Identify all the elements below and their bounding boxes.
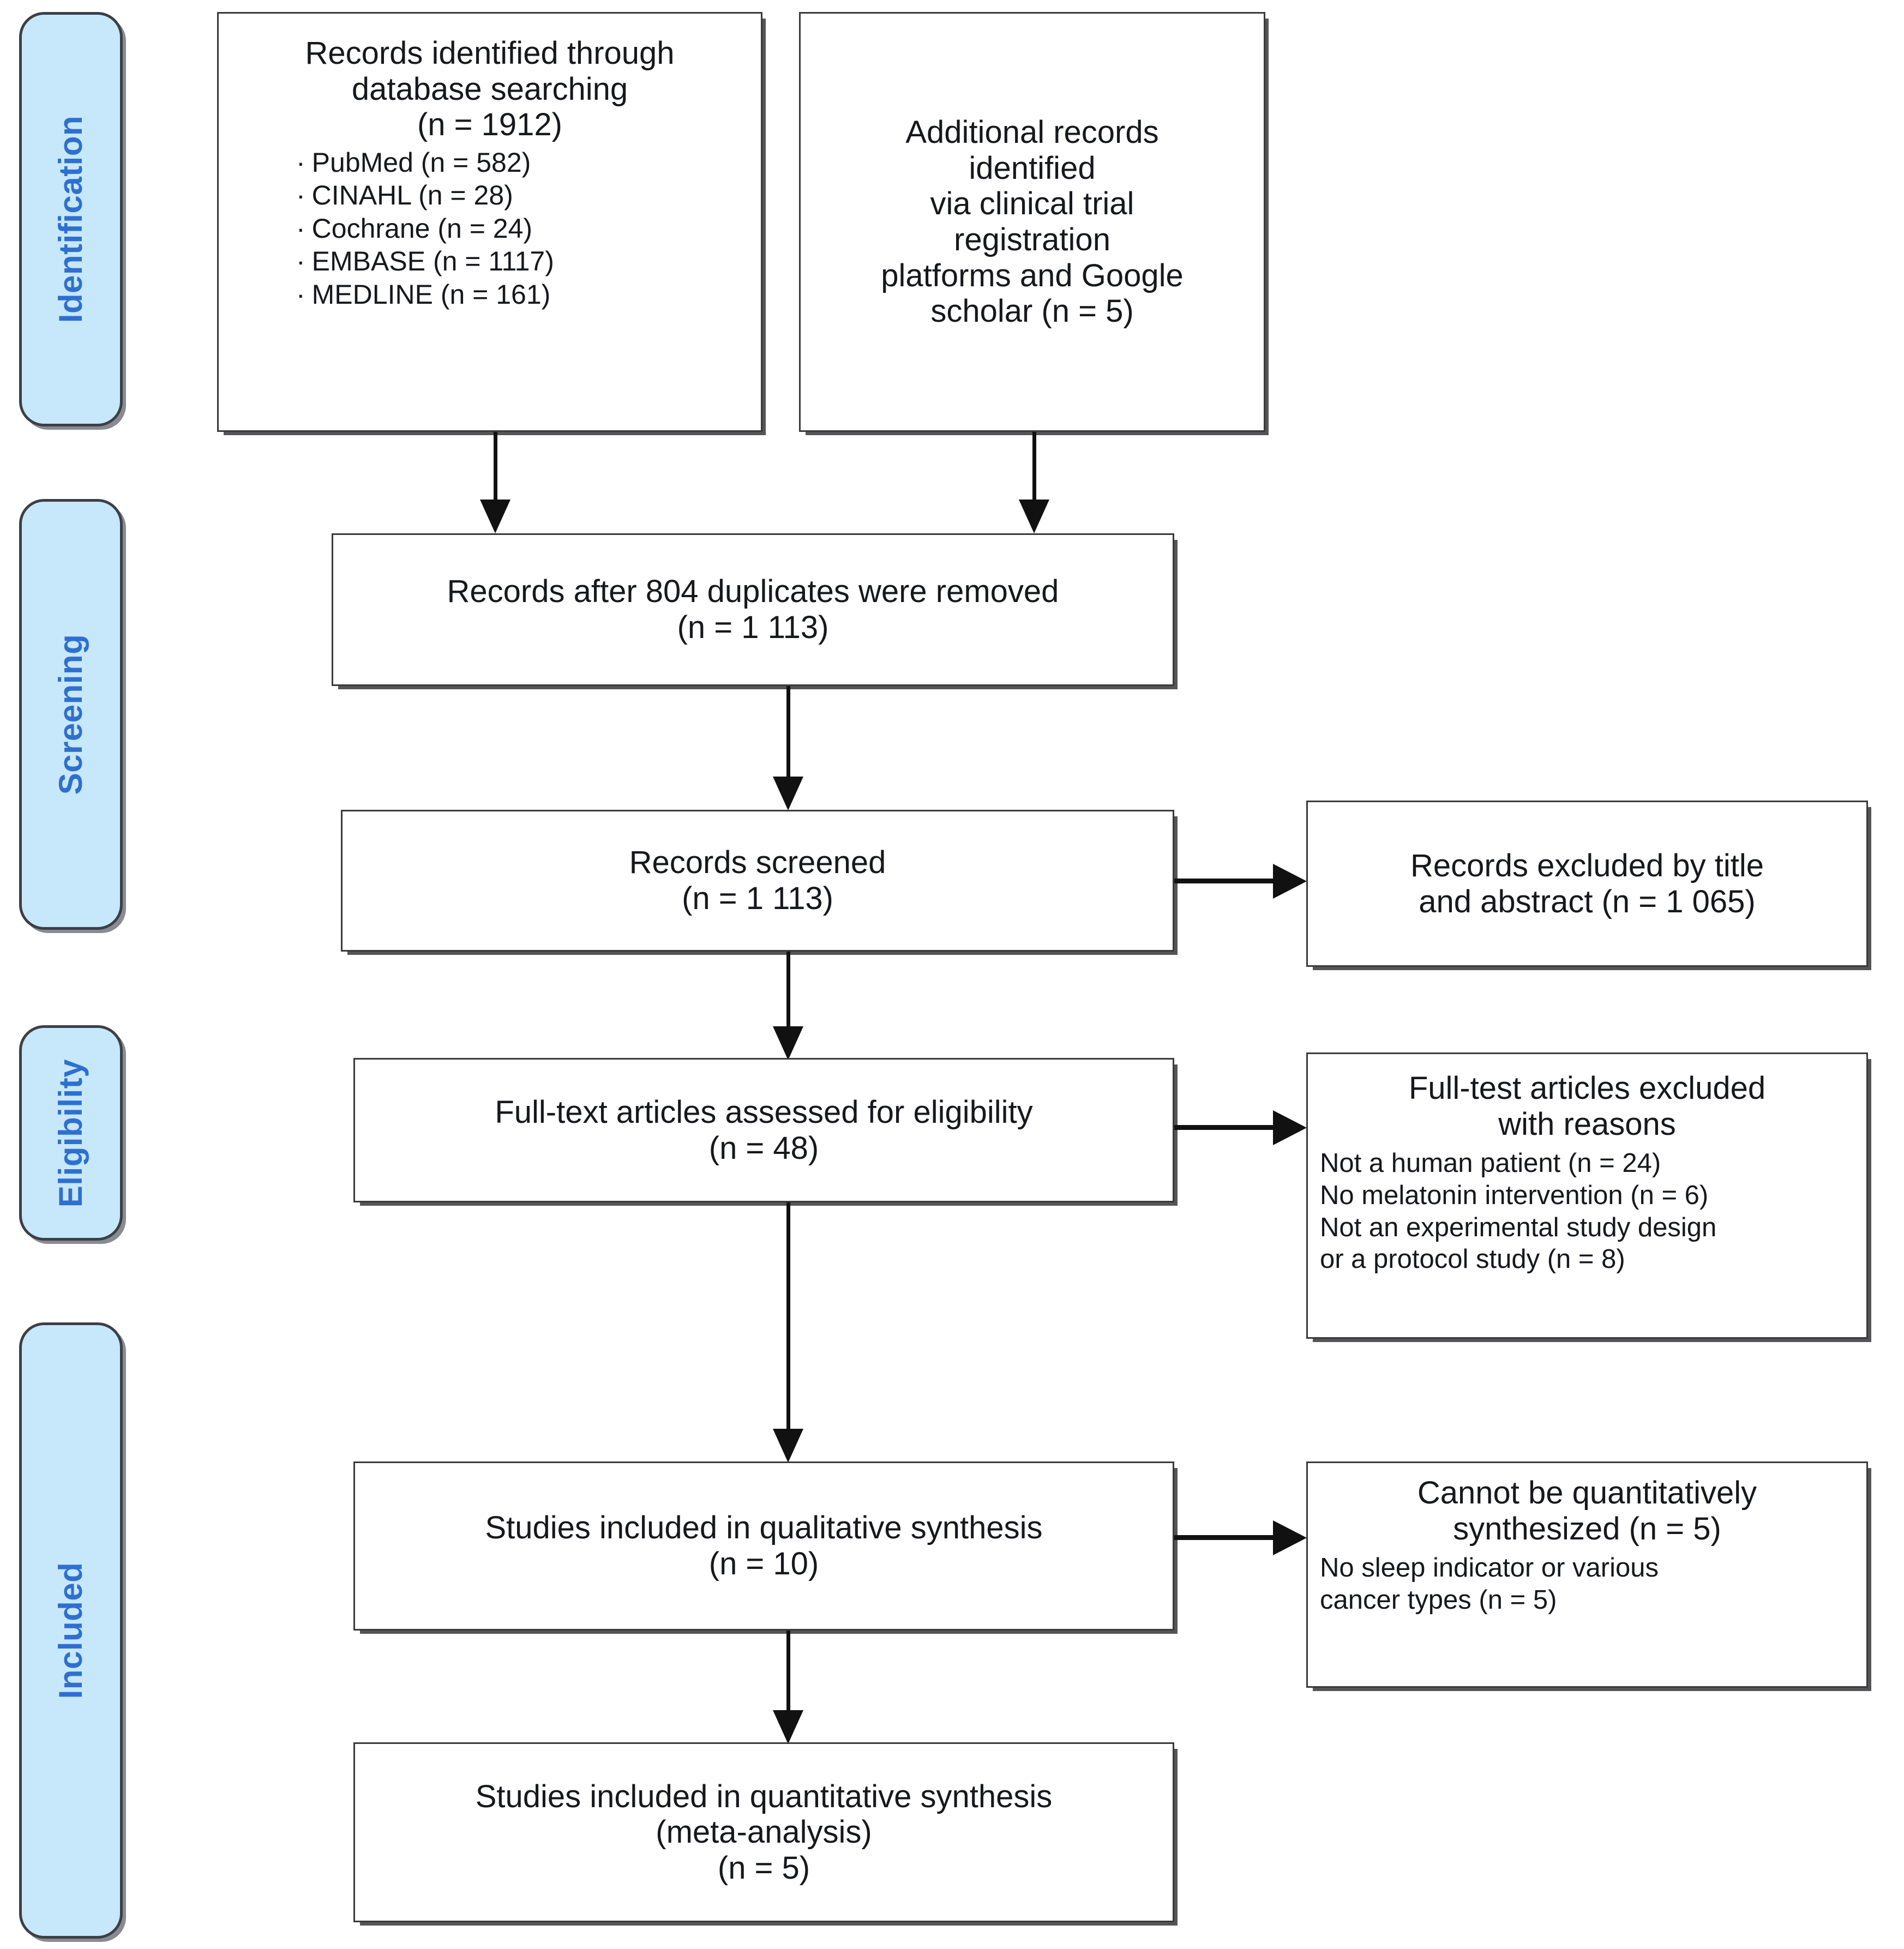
exclusion-reason: Not a human patient (n = 24) (1320, 1148, 1661, 1178)
arrowhead-fulltext-to-excluded (1273, 1110, 1307, 1145)
database-search-line-2: database searching (351, 71, 628, 107)
additional-records-line-5: platforms and Google (881, 257, 1184, 293)
bullet-dot-icon: · (296, 180, 305, 211)
stage-label-eligibility: Eligibility (19, 1025, 123, 1241)
exclusion-reason: Not an experimental study design (1320, 1212, 1717, 1242)
box-records-excluded-title-abstract: Records excluded by title and abstract (… (1306, 801, 1868, 967)
bullet-dot-icon: · (296, 279, 305, 310)
stage-label-included: Included (19, 1322, 123, 1939)
fulltext-excluded-line-2: with reasons (1498, 1106, 1676, 1142)
box-records-after-duplicates-removed: Records after 804 duplicates were remove… (332, 533, 1174, 686)
list-item: ·Cochrane (n = 24) (296, 212, 749, 245)
database-source-list: ·PubMed (n = 582) ·CINAHL (n = 28) ·Coch… (231, 146, 749, 311)
box-cannot-be-quantitatively-synthesized: Cannot be quantitatively synthesized (n … (1306, 1461, 1868, 1688)
box-additional-records-identified: Additional records identified via clinic… (799, 12, 1265, 432)
source-label: EMBASE (n = 1117) (311, 246, 554, 277)
stage-label-screening-text: Screening (52, 634, 89, 795)
cannot-synthesize-line-2: synthesized (n = 5) (1453, 1511, 1721, 1547)
stage-label-identification: Identification (19, 12, 123, 426)
bullet-dot-icon: · (296, 147, 305, 178)
arrowhead-database-to-duplicates (480, 500, 510, 533)
connector-additional-to-duplicates (1032, 432, 1036, 502)
arrowhead-qualitative-to-quantitative (773, 1710, 803, 1744)
cannot-synthesize-line-1: Cannot be quantitatively (1417, 1475, 1757, 1511)
arrowhead-fulltext-to-qualitative (773, 1429, 803, 1463)
additional-records-line-2: identified (969, 150, 1096, 186)
qualitative-synthesis-count: (n = 10) (708, 1546, 819, 1581)
duplicates-removed-line-1: Records after 804 duplicates were remove… (447, 574, 1059, 610)
connector-fulltext-to-excluded (1174, 1125, 1275, 1130)
source-label: PubMed (n = 582) (311, 147, 531, 178)
connector-qualitative-to-cannot-synthesize (1174, 1535, 1275, 1540)
exclusion-reason: No sleep indicator or various (1320, 1553, 1659, 1583)
source-label: CINAHL (n = 28) (311, 180, 513, 211)
connector-fulltext-to-qualitative (786, 1202, 790, 1431)
box-fulltext-articles-assessed: Full-text articles assessed for eligibil… (353, 1058, 1174, 1202)
records-excluded-line-1: Records excluded by title (1410, 847, 1764, 883)
connector-duplicates-to-screened (786, 686, 790, 779)
exclusion-reason: or a protocol study (n = 8) (1320, 1244, 1625, 1274)
fulltext-excluded-line-1: Full-test articles excluded (1408, 1070, 1766, 1106)
list-item: ·MEDLINE (n = 161) (296, 278, 749, 311)
duplicates-removed-count: (n = 1 113) (677, 610, 829, 645)
database-search-line-1: Records identified through (305, 35, 675, 71)
arrowhead-additional-to-duplicates (1019, 500, 1049, 533)
box-records-identified-database-searching: Records identified through database sear… (217, 12, 762, 432)
connector-screened-to-fulltext (786, 952, 790, 1031)
box-fulltext-articles-excluded-with-reasons: Full-test articles excluded with reasons… (1306, 1052, 1868, 1339)
box-records-screened: Records screened (n = 1 113) (341, 810, 1174, 952)
records-screened-count: (n = 1 113) (682, 881, 833, 916)
database-search-count: (n = 1912) (417, 107, 562, 143)
records-excluded-line-2: and abstract (n = 1 065) (1419, 883, 1756, 919)
fulltext-exclusion-reason-list: Not a human patient (n = 24) No melatoni… (1320, 1147, 1854, 1276)
records-screened-line-1: Records screened (629, 845, 886, 881)
stage-label-included-text: Included (52, 1562, 89, 1699)
connector-qualitative-to-quantitative (786, 1631, 790, 1712)
arrowhead-duplicates-to-screened (773, 777, 803, 810)
connector-screened-to-excluded (1174, 879, 1275, 883)
stage-label-eligibility-text: Eligibility (52, 1058, 89, 1207)
quantitative-synthesis-line-2: (meta-analysis) (656, 1814, 872, 1850)
list-item: ·EMBASE (n = 1117) (296, 245, 749, 278)
additional-records-line-1: Additional records (905, 115, 1159, 151)
bullet-dot-icon: · (296, 246, 305, 277)
source-label: Cochrane (n = 24) (311, 213, 533, 244)
list-item: ·PubMed (n = 582) (296, 146, 749, 179)
additional-records-line-4: registration (954, 222, 1110, 257)
arrowhead-screened-to-fulltext (773, 1026, 803, 1060)
source-label: MEDLINE (n = 161) (311, 279, 551, 310)
exclusion-reason: cancer types (n = 5) (1320, 1585, 1557, 1615)
box-studies-included-quantitative-synthesis: Studies included in quantitative synthes… (353, 1742, 1174, 1922)
additional-records-line-6: scholar (n = 5) (930, 293, 1134, 329)
stage-label-identification-text: Identification (52, 115, 89, 323)
arrowhead-screened-to-excluded (1273, 864, 1307, 899)
arrowhead-qualitative-to-cannot-synthesize (1273, 1520, 1307, 1555)
fulltext-assessed-count: (n = 48) (708, 1130, 819, 1166)
qualitative-synthesis-line-1: Studies included in qualitative synthesi… (485, 1510, 1043, 1546)
cannot-synthesize-reason-list: No sleep indicator or various cancer typ… (1320, 1552, 1854, 1616)
stage-label-screening: Screening (19, 499, 123, 930)
bullet-dot-icon: · (296, 213, 305, 244)
connector-database-to-duplicates (494, 432, 497, 502)
quantitative-synthesis-line-1: Studies included in quantitative synthes… (475, 1778, 1053, 1814)
list-item: ·CINAHL (n = 28) (296, 179, 749, 212)
box-studies-included-qualitative-synthesis: Studies included in qualitative synthesi… (353, 1461, 1174, 1631)
quantitative-synthesis-count: (n = 5) (717, 1850, 810, 1886)
fulltext-assessed-line-1: Full-text articles assessed for eligibil… (495, 1094, 1033, 1130)
additional-records-line-3: via clinical trial (930, 186, 1134, 222)
exclusion-reason: No melatonin intervention (n = 6) (1320, 1180, 1709, 1210)
